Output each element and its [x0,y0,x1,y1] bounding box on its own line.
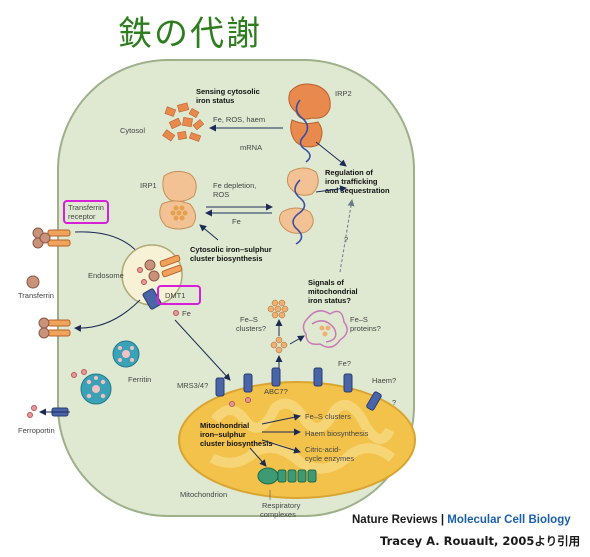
fe-dmt1-label: Fe [182,309,191,318]
haem-bio-label: Haem biosynthesis [305,429,369,438]
transferrin-molecule [26,275,40,289]
transferrin-label: Transferrin [18,291,54,300]
mito-fes-label-3: cluster biosynthesis [200,439,273,448]
sensing-label-1: Sensing cytosolic [196,87,260,96]
endosome-label: Endosome [88,271,124,280]
journal-credit: Nature Reviews | Molecular Cell Biology [352,514,571,526]
fes-proteins-q-label-1: Fe–S [350,315,368,324]
question-mark: ? [344,235,348,244]
recycled-receptor [38,317,71,339]
page-title: 鉄の代謝 [118,14,262,54]
citric-label-1: Citric-acid- [305,445,341,454]
endosome-receptors [137,254,183,285]
citric-label-2: cycle enzymes [305,454,354,463]
irp1-mrna-complex [278,167,319,245]
degraded-irp2-fragments [162,102,205,142]
fes-proteins-cytosol [302,310,348,348]
sensing-label-2: iron status [196,96,234,105]
mrna-label: mRNA [240,143,262,152]
transferrin-receptor-highlight [63,200,109,224]
regulation-label-2: iron trafficking [325,177,378,186]
ferritin-label: Ferritin [128,375,151,384]
ferritin-small [112,340,140,368]
resp-label-2: complexes [260,510,296,519]
signals-label-3: iron status? [308,296,351,305]
dmt1-label: DMT1 [165,291,185,300]
mrs34-label: MRS3/4? [177,381,208,390]
haem-q-label: Haem? [372,376,396,385]
fe-q-label: Fe? [338,359,351,368]
cytosolic-fes-label-2: cluster biosynthesis [190,254,263,263]
respiratory-complexes [257,467,317,485]
fes-clusters-q-label-2: clusters? [236,324,266,333]
journal-separator: | [440,514,445,526]
transferrin-receptor-label-2: receptor [68,212,96,221]
transferrin-receptor-label-1: Transferrin [68,203,104,212]
author-credit: Tracey A. Rouault, 2005より引用 [380,534,581,548]
irp1-label: IRP1 [140,181,157,190]
resp-label-1: Respiratory [262,501,301,510]
fes-clusters-label: Fe–S clusters [305,412,351,421]
mito-transporters [215,367,382,411]
fe-depletion-label-2: ROS [213,190,229,199]
abc7-label: ABC7? [264,387,288,396]
regulation-label-1: Regulation of [325,168,373,177]
signals-label-2: mitochondrial [308,287,358,296]
mito-fes-label-1: Mitochondrial [200,421,249,430]
irp1-protein [159,170,197,230]
mitochondrion [178,381,416,499]
ferritin-large [80,373,112,405]
irp2-label: IRP2 [335,89,352,98]
cytosolic-fes-label-1: Cytosolic iron–sulphur [190,245,272,254]
fes-clusters-cytosol [267,299,289,319]
journal-name-a: Nature Reviews [352,514,438,526]
regulation-label-3: and sequestration [325,186,390,195]
dmt1-highlight [157,285,201,305]
q2-label: ? [392,398,396,407]
journal-name-b: Molecular Cell Biology [447,514,571,526]
mitochondrion-label: Mitochondrion [180,490,227,499]
fe-depletion-label-1: Fe depletion, [213,181,256,190]
transferrin-receptor-membrane [32,227,71,249]
irp2-protein [288,83,331,163]
fes-clusters-q-label-1: Fe–S [240,315,258,324]
mito-fes-label-2: iron–sulphur [200,430,246,439]
ferroportin-label: Ferroportin [18,426,55,435]
cytosol-label: Cytosol [120,126,145,135]
fe-label-irp: Fe [232,217,241,226]
fes-cluster-small [270,336,288,354]
fe-ros-haem-label: Fe, ROS, haem [213,115,265,124]
signals-label-1: Signals of [308,278,344,287]
fes-proteins-q-label-2: proteins? [350,324,381,333]
